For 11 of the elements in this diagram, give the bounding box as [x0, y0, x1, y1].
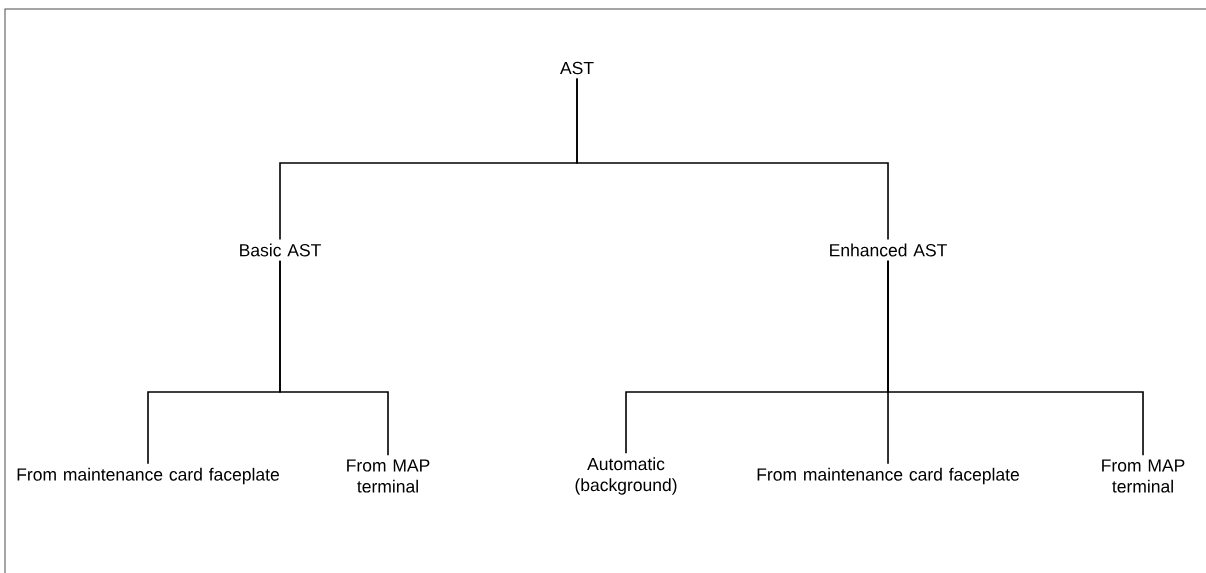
node-label: From maintenance card faceplate	[17, 467, 279, 485]
connector-line	[576, 77, 889, 241]
connector-line	[887, 259, 1144, 456]
connector-line	[279, 259, 389, 456]
node-label: AST	[560, 61, 594, 75]
node-label: Basic AST	[240, 243, 321, 257]
node-label: From MAP terminal	[1102, 459, 1185, 493]
node-label: From maintenance card faceplate	[757, 467, 1019, 485]
node-label: Enhanced AST	[830, 243, 947, 257]
node-label: Automatic (background)	[575, 457, 677, 495]
node-label: From MAP terminal	[347, 459, 430, 493]
